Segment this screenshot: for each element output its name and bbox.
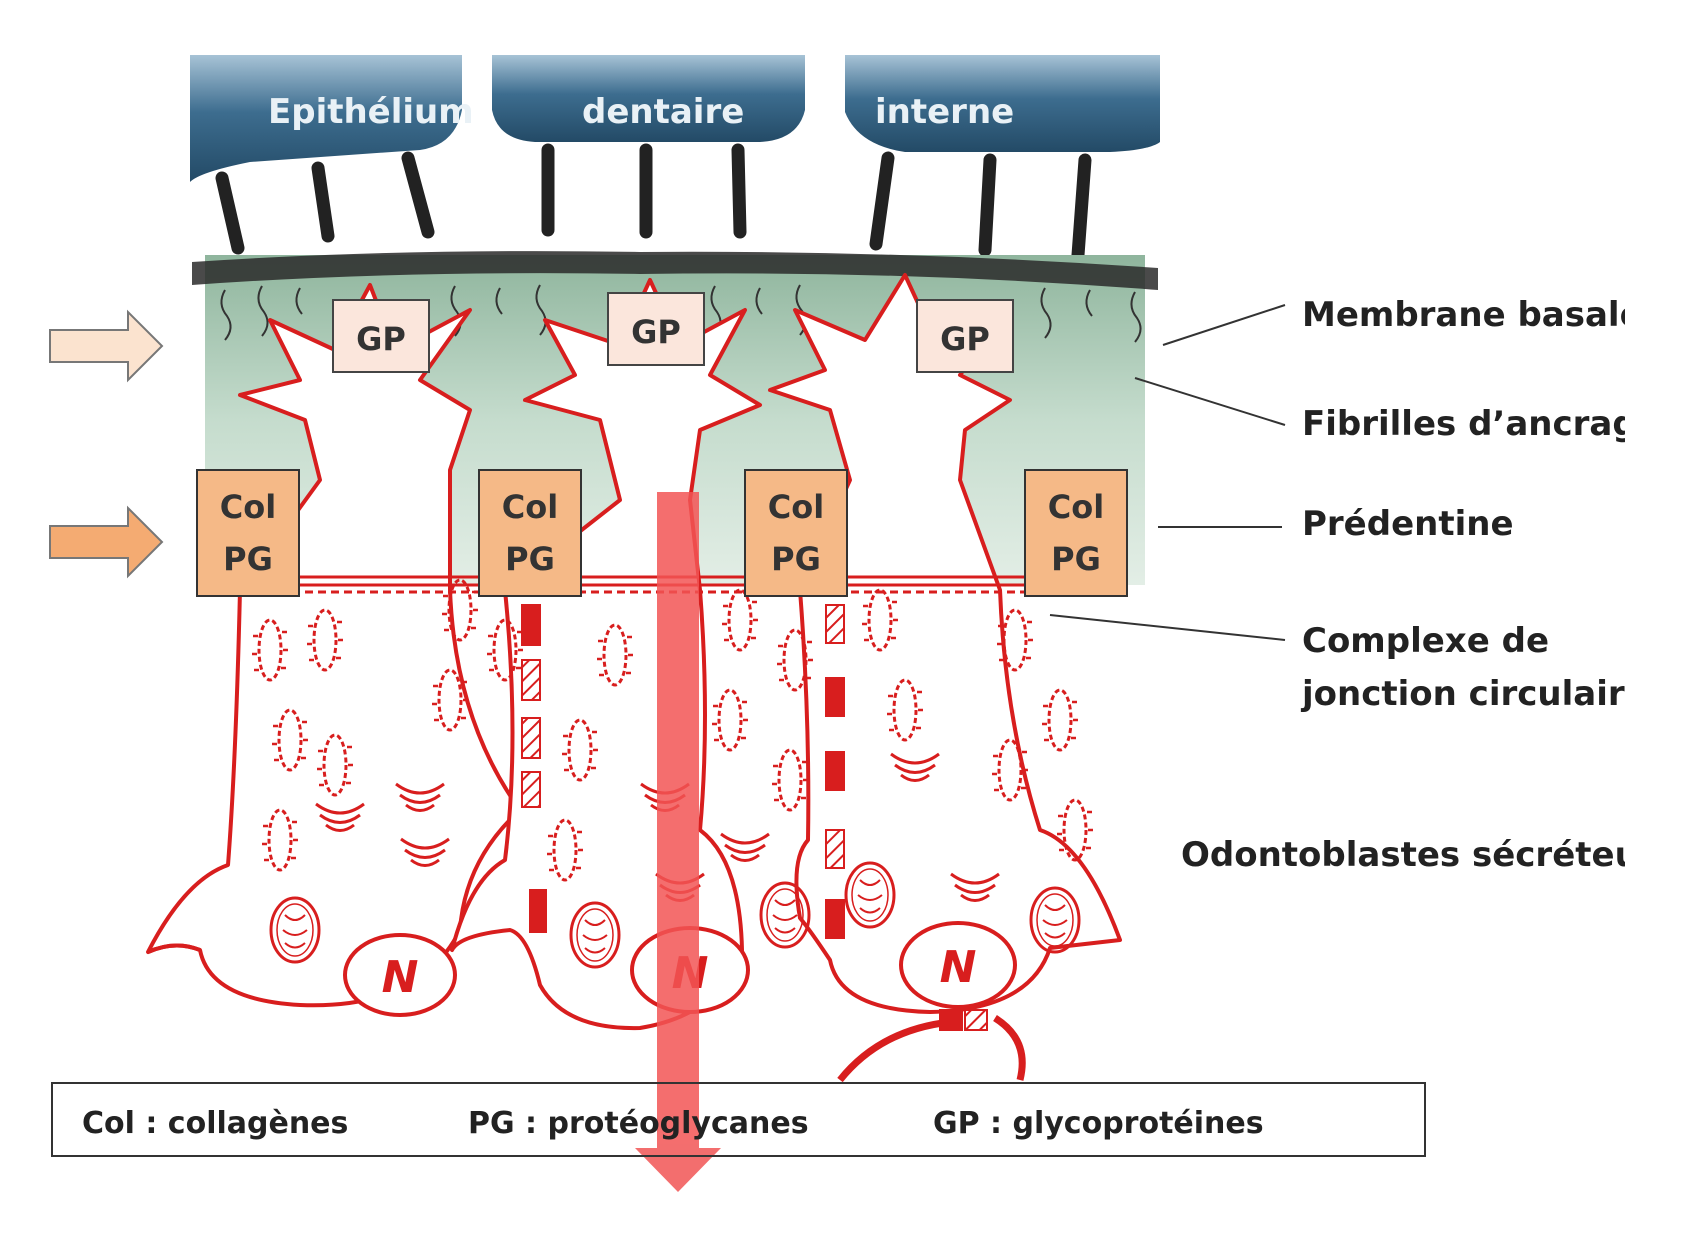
col-pg-box-1-col: Col — [220, 488, 276, 526]
legend-gp: GP : glycoprotéines — [933, 1106, 1264, 1141]
col-pg-box-3-col: Col — [768, 488, 824, 526]
col-pg-box-2-col: Col — [502, 488, 558, 526]
epithelium-label-2: dentaire — [582, 92, 744, 132]
col-pg-box-1-pg: PG — [223, 540, 273, 578]
odontoblasts — [148, 275, 1120, 1028]
nucleus-label-1: N — [382, 952, 419, 1003]
nucleus-label-3: N — [940, 942, 977, 993]
col-pg-box-4-col: Col — [1048, 488, 1104, 526]
gp-box-1-label: GP — [356, 320, 406, 358]
label-fibrilles-ancrage: Fibrilles d’ancrage — [1302, 404, 1660, 444]
label-complexe-2: jonction circulaire — [1300, 674, 1648, 714]
right-edge-mask — [1625, 280, 1698, 920]
label-odontoblastes: Odontoblastes sécréteurs — [1181, 835, 1676, 875]
legend-col: Col : collagènes — [82, 1106, 348, 1141]
arrow-predentine — [50, 508, 162, 576]
col-pg-box-4-pg: PG — [1051, 540, 1101, 578]
gp-box-2-label: GP — [631, 313, 681, 351]
hemidesmosome-feet — [222, 150, 1085, 255]
left-arrows — [50, 312, 162, 576]
side-labels: Membrane basale Fibrilles d’ancrage Préd… — [1181, 295, 1676, 875]
label-complexe-1: Complexe de — [1302, 621, 1549, 661]
legend-pg: PG : protéoglycanes — [468, 1106, 809, 1141]
gp-box-3-label: GP — [940, 320, 990, 358]
epithelium: Epithélium dentaire interne — [190, 55, 1160, 255]
epithelium-label-1: Epithélium — [268, 92, 474, 132]
epithelium-label-3: interne — [875, 92, 1014, 132]
label-predentine: Prédentine — [1302, 504, 1514, 544]
col-pg-box-3-pg: PG — [771, 540, 821, 578]
col-pg-box-2-pg: PG — [505, 540, 555, 578]
label-membrane-basale: Membrane basale — [1302, 295, 1643, 335]
arrow-membrane — [50, 312, 162, 380]
legend: Col : collagènes PG : protéoglycanes GP … — [52, 1083, 1425, 1156]
